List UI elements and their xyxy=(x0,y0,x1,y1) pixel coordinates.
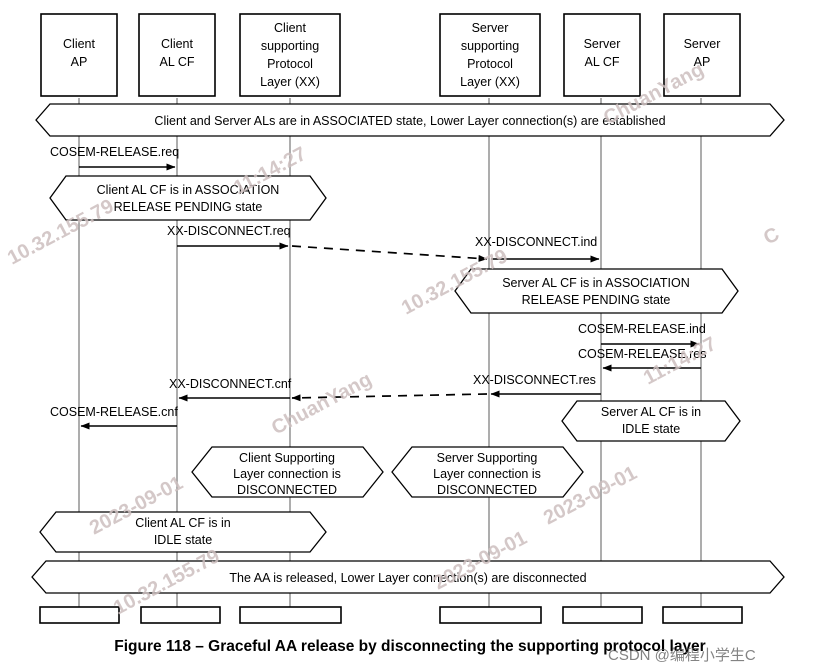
actor-label-server-xx-line3: Protocol xyxy=(467,57,513,71)
state-server-supporting-disconnected-line2: Layer connection is xyxy=(433,467,541,481)
state-server-release-pending-line2: RELEASE PENDING state xyxy=(522,293,671,307)
actor-box-client-xx-layer[interactable] xyxy=(239,13,341,97)
msg-cosem-release-ind: COSEM-RELEASE.ind xyxy=(578,322,706,348)
actor-label-server-al-cf-line1: Server xyxy=(584,37,621,51)
state-client-idle: Client AL CF is in IDLE state xyxy=(39,511,327,553)
msg-xx-disconnect-res: XX-DISCONNECT.res xyxy=(473,373,601,398)
footer-box-client-al-cf[interactable] xyxy=(140,606,221,624)
state-client-release-pending-line2: RELEASE PENDING state xyxy=(114,200,263,214)
msg-xx-disconnect-ind: XX-DISCONNECT.ind xyxy=(475,235,600,263)
msg-cosem-release-req-label: COSEM-RELEASE.req xyxy=(50,145,179,159)
actor-box-client-al-cf[interactable] xyxy=(138,13,216,97)
actor-label-client-al-cf-line2: AL CF xyxy=(160,55,195,69)
actor-label-server-xx-line1: Server xyxy=(472,21,509,35)
state-client-supporting-disconnected-shape xyxy=(191,446,384,498)
actor-box-client-ap[interactable] xyxy=(40,13,118,97)
actor-label-server-al-cf-line2: AL CF xyxy=(585,55,620,69)
state-server-release-pending-shape xyxy=(454,268,739,314)
banner-aa-released-label: The AA is released, Lower Layer connecti… xyxy=(229,571,586,585)
actor-label-client-ap-line1: Client xyxy=(63,37,95,51)
actor-label-server-ap-line2: AP xyxy=(694,55,711,69)
state-client-supporting-disconnected: Client Supporting Layer connection is DI… xyxy=(191,446,384,498)
footer-box-client-xx-layer[interactable] xyxy=(239,606,342,624)
state-server-supporting-disconnected-shape xyxy=(391,446,584,498)
actor-headers: Client AP Client AL CF Client supporting… xyxy=(40,13,741,97)
banner-associated-shape xyxy=(35,103,785,137)
footer-box-client-ap[interactable] xyxy=(39,606,120,624)
state-server-idle-line2: IDLE state xyxy=(622,422,680,436)
state-client-supporting-disconnected-line3: DISCONNECTED xyxy=(237,483,337,497)
banner-aa-released-shape xyxy=(31,560,785,594)
actor-footers xyxy=(39,606,743,624)
state-server-idle-line1: Server AL CF is in xyxy=(601,405,701,419)
state-client-release-pending: Client AL CF is in ASSOCIATION RELEASE P… xyxy=(49,175,327,221)
actor-label-server-xx-line4: Layer (XX) xyxy=(460,75,520,89)
msg-cosem-release-res-label: COSEM-RELEASE.res xyxy=(578,347,707,361)
banner-associated-label: Client and Server ALs are in ASSOCIATED … xyxy=(154,114,665,128)
msg-cosem-release-cnf-label: COSEM-RELEASE.cnf xyxy=(50,405,178,419)
state-client-release-pending-line1: Client AL CF is in ASSOCIATION xyxy=(97,183,280,197)
state-server-idle-shape xyxy=(561,400,741,442)
state-client-idle-line2: IDLE state xyxy=(154,533,212,547)
actor-label-client-xx-line4: Layer (XX) xyxy=(260,75,320,89)
state-client-release-pending-shape xyxy=(49,175,327,221)
msg-xx-disconnect-cnf-label: XX-DISCONNECT.cnf xyxy=(169,377,292,391)
actor-label-client-xx-line1: Client xyxy=(274,21,306,35)
msg-cosem-release-cnf: COSEM-RELEASE.cnf xyxy=(50,405,178,430)
state-client-supporting-disconnected-line1: Client Supporting xyxy=(239,451,335,465)
banner-associated: Client and Server ALs are in ASSOCIATED … xyxy=(35,103,785,137)
state-server-supporting-disconnected-line1: Server Supporting xyxy=(437,451,538,465)
state-client-idle-line1: Client AL CF is in xyxy=(135,516,230,530)
actor-box-server-ap[interactable] xyxy=(663,13,741,97)
msg-xx-transit-up-arrow xyxy=(291,393,488,402)
msg-xx-transit-down-arrow xyxy=(291,245,488,262)
actor-label-client-al-cf-line1: Client xyxy=(161,37,193,51)
actor-label-server-ap-line1: Server xyxy=(684,37,721,51)
actor-box-server-xx-layer[interactable] xyxy=(439,13,541,97)
banner-aa-released: The AA is released, Lower Layer connecti… xyxy=(31,560,785,594)
footer-box-server-al-cf[interactable] xyxy=(562,606,643,624)
actor-label-server-xx-line2: supporting xyxy=(461,39,519,53)
msg-cosem-release-ind-label: COSEM-RELEASE.ind xyxy=(578,322,706,336)
state-server-supporting-disconnected-line3: DISCONNECTED xyxy=(437,483,537,497)
state-server-release-pending-line1: Server AL CF is in ASSOCIATION xyxy=(502,276,690,290)
figure-caption: Figure 118 – Graceful AA release by disc… xyxy=(114,638,706,655)
msg-xx-transit-down xyxy=(291,245,488,262)
state-server-release-pending: Server AL CF is in ASSOCIATION RELEASE P… xyxy=(454,268,739,314)
footer-box-server-xx-layer[interactable] xyxy=(439,606,542,624)
actor-label-client-xx-line2: supporting xyxy=(261,39,319,53)
actor-label-client-xx-line3: Protocol xyxy=(267,57,313,71)
msg-xx-disconnect-res-label: XX-DISCONNECT.res xyxy=(473,373,596,387)
msg-xx-disconnect-req: XX-DISCONNECT.req xyxy=(167,224,291,250)
actor-box-server-al-cf[interactable] xyxy=(563,13,641,97)
msg-xx-disconnect-ind-label: XX-DISCONNECT.ind xyxy=(475,235,597,249)
actor-label-client-ap-line2: AP xyxy=(71,55,88,69)
state-client-idle-shape xyxy=(39,511,327,553)
footer-box-server-ap[interactable] xyxy=(662,606,743,624)
msg-cosem-release-res: COSEM-RELEASE.res xyxy=(578,347,707,372)
state-client-supporting-disconnected-line2: Layer connection is xyxy=(233,467,341,481)
msg-xx-disconnect-req-label: XX-DISCONNECT.req xyxy=(167,224,291,238)
state-server-idle: Server AL CF is in IDLE state xyxy=(561,400,741,442)
msg-xx-transit-up xyxy=(291,393,488,402)
msg-cosem-release-req: COSEM-RELEASE.req xyxy=(50,145,179,171)
msg-xx-disconnect-cnf: XX-DISCONNECT.cnf xyxy=(169,377,292,402)
state-server-supporting-disconnected: Server Supporting Layer connection is DI… xyxy=(391,446,584,498)
